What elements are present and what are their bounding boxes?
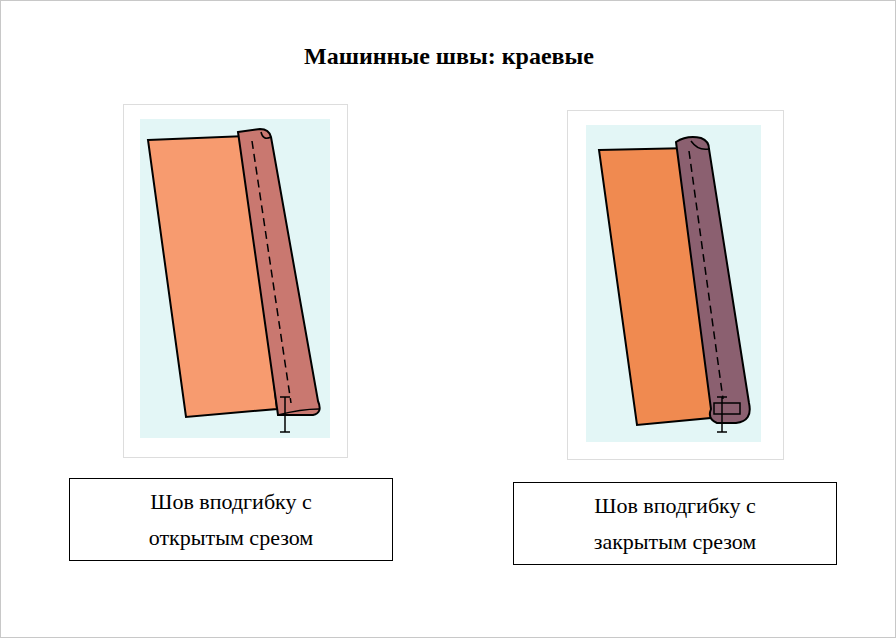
caption-box: Шов вподгибку с открытым срезом	[69, 478, 393, 561]
closed-cut-fold	[714, 403, 740, 414]
image-frame	[568, 111, 784, 460]
caption-text: Шов вподгибку с закрытым срезом	[580, 488, 770, 558]
seam-width-mark	[721, 397, 723, 432]
image-ground	[140, 119, 330, 438]
caption-text: Шов вподгибку с открытым срезом	[136, 484, 326, 554]
stitch-line	[252, 141, 291, 403]
fold-curl	[261, 132, 271, 138]
open-edge-seam-drawing	[148, 129, 320, 432]
closed-edge-seam-drawing	[599, 137, 750, 432]
stitch-line	[689, 151, 723, 399]
seam-width-mark	[284, 397, 286, 432]
mark-tick	[280, 396, 290, 398]
hem-fold-edge	[278, 409, 319, 415]
folded-hem	[676, 137, 750, 423]
image-ground	[586, 125, 761, 442]
mark-tick	[717, 431, 727, 433]
mark-tick	[280, 431, 290, 433]
image-frame	[124, 105, 348, 458]
slide-title: Машинные швы: краевые	[1, 43, 896, 70]
folded-hem	[238, 129, 320, 415]
mark-tick	[717, 396, 727, 398]
caption-box: Шов вподгибку с закрытым срезом	[513, 482, 837, 565]
fold-curl	[691, 141, 709, 149]
